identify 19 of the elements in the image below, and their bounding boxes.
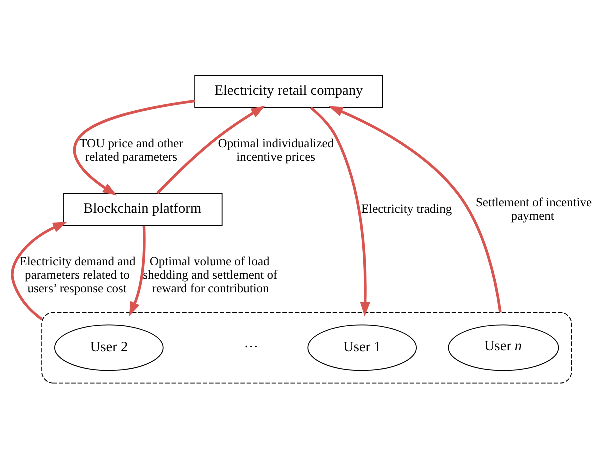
arrow <box>73 100 196 196</box>
arrow <box>156 106 266 194</box>
node-ellipse: User 1 <box>308 324 418 372</box>
arrow <box>328 106 502 313</box>
label: ··· <box>244 339 259 356</box>
edge-label: Optimal individualized incentive prices <box>218 136 334 164</box>
edge-label: Settlement of incentive payment <box>476 195 592 223</box>
node-box: Electricity retail company <box>194 75 384 108</box>
node-ellipse: User n <box>448 324 560 372</box>
node-box: Blockchain platform <box>64 193 223 226</box>
arrow <box>11 222 68 321</box>
arrow <box>129 226 146 316</box>
arrow <box>310 106 370 317</box>
edge-label: Electricity demand and parameters related to users’ response cost <box>20 254 136 296</box>
cluster <box>42 312 572 384</box>
edge-label: Electricity trading <box>361 202 452 216</box>
node-ellipse: User 2 <box>54 324 164 372</box>
edge-label: Optimal volume of load shedding and settlement of reward for contribution <box>143 254 278 296</box>
edge-label: TOU price and other related parameters <box>80 136 184 164</box>
